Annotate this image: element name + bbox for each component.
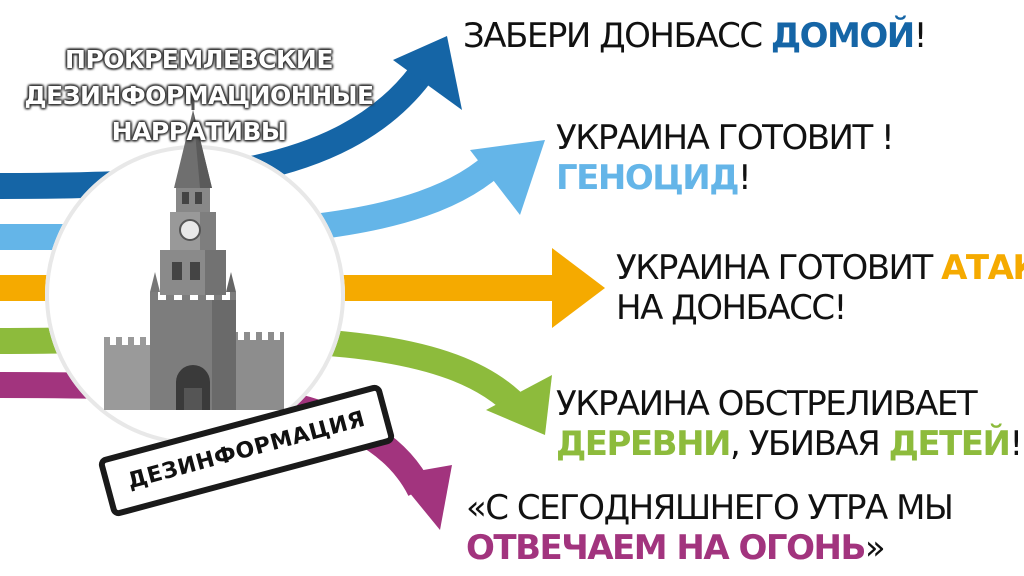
arrowhead-yellow xyxy=(552,248,605,328)
claim-text: ! xyxy=(738,158,752,198)
claim-highlight: ДЕТЕЙ xyxy=(888,424,1011,464)
claim-line: УКРАИНА ГОТОВИТ АТАКУ xyxy=(616,248,1024,288)
arrowhead-purple xyxy=(395,465,452,530)
claim-text: УКРАИНА ГОТОВИТ xyxy=(616,248,942,288)
claim-line: «С СЕГОДНЯШНЕГО УТРА МЫ xyxy=(466,488,954,528)
claim-line: ЗАБЕРИ ДОНБАСС ДОМОЙ! xyxy=(463,16,928,56)
arrowhead-blue-dark xyxy=(393,36,462,110)
claim-text: » xyxy=(864,528,886,568)
claim-line: УКРАИНА ГОТОВИТ ! xyxy=(556,118,895,158)
claim-line: ДЕРЕВНИ, УБИВАЯ ДЕТЕЙ! xyxy=(556,424,1023,464)
claim-text: УКРАИНА ГОТОВИТ ! xyxy=(556,118,895,158)
diagram-title: ПРОКРЕМЛЕВСКИЕ ДЕЗИНФОРМАЦИОННЫЕ НАРРАТИ… xyxy=(8,42,390,150)
claim-text: ЗАБЕРИ ДОНБАСС xyxy=(463,16,771,56)
claim-highlight: ДОМОЙ xyxy=(770,16,915,56)
arrowhead-blue-light xyxy=(470,140,545,215)
claim-shelling: УКРАИНА ОБСТРЕЛИВАЕТ ДЕРЕВНИ, УБИВАЯ ДЕТ… xyxy=(556,384,1023,464)
claim-highlight: ОТВЕЧАЕМ НА ОГОНЬ xyxy=(466,528,866,568)
title-line: НАРРАТИВЫ xyxy=(111,117,287,146)
claim-text: УКРАИНА ОБСТРЕЛИВАЕТ xyxy=(556,384,978,424)
claim-line: ОТВЕЧАЕМ НА ОГОНЬ» xyxy=(466,528,952,568)
claim-highlight: ДЕРЕВНИ xyxy=(556,424,731,464)
claim-text: НА ДОНБАСС! xyxy=(616,288,847,328)
claim-returning-fire: «С СЕГОДНЯШНЕГО УТРА МЫ ОТВЕЧАЕМ НА ОГОН… xyxy=(466,488,954,568)
claim-line: ГЕНОЦИД! xyxy=(556,158,893,198)
claim-line: УКРАИНА ОБСТРЕЛИВАЕТ xyxy=(556,384,1022,424)
claim-take-donbass-home: ЗАБЕРИ ДОНБАСС ДОМОЙ! xyxy=(463,16,928,56)
claim-text: ! xyxy=(1009,424,1023,464)
claim-line: НА ДОНБАСС! xyxy=(616,288,1024,328)
claim-text: ! xyxy=(913,16,928,56)
claim-text: «С СЕГОДНЯШНЕГО УТРА МЫ xyxy=(466,488,954,528)
arrowhead-green xyxy=(486,375,552,435)
claim-highlight: ГЕНОЦИД xyxy=(556,158,740,198)
claim-highlight: АТАКУ xyxy=(941,248,1024,288)
title-line: ПРОКРЕМЛЕВСКИЕ xyxy=(65,45,333,74)
title-line: ДЕЗИНФОРМАЦИОННЫЕ xyxy=(24,81,374,110)
claim-genocide: УКРАИНА ГОТОВИТ ! ГЕНОЦИД! xyxy=(556,118,895,198)
claim-attack: УКРАИНА ГОТОВИТ АТАКУ НА ДОНБАСС! xyxy=(616,248,1024,328)
kremlin-tower-icon xyxy=(104,84,284,410)
claim-text: , УБИВАЯ xyxy=(729,424,889,464)
